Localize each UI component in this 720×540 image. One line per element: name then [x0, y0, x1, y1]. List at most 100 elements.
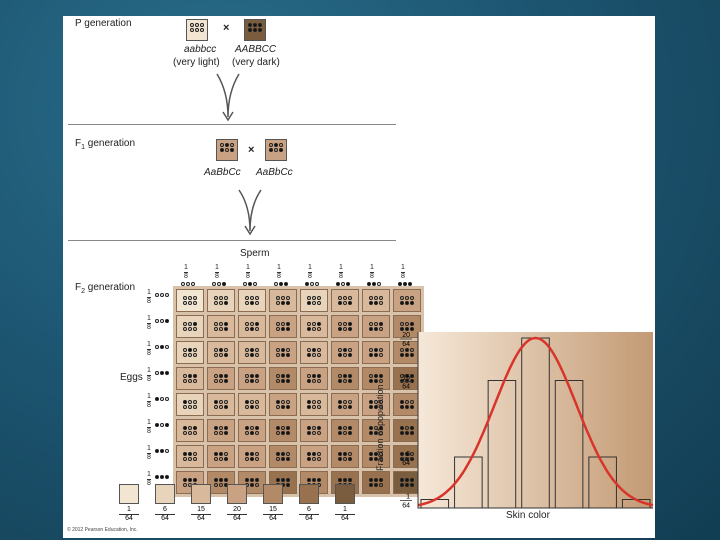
egg-gamete [155, 371, 169, 375]
chart-ytick-denominator: 64 [402, 341, 410, 348]
punnett-cell [300, 367, 328, 390]
punnett-cell [331, 445, 359, 468]
punnett-cell [176, 393, 204, 416]
punnett-cell [362, 289, 390, 312]
phenotype-swatch [263, 484, 283, 504]
egg-fraction: 18 [147, 445, 151, 462]
punnett-cell [207, 393, 235, 416]
punnett-cell [176, 445, 204, 468]
chart-ytick-denominator: 64 [402, 503, 410, 510]
phenotype-swatch [335, 484, 355, 504]
sperm-gamete [243, 282, 257, 286]
sperm-fraction: 18 [339, 264, 343, 281]
punnett-cell [331, 367, 359, 390]
egg-gamete [155, 449, 169, 453]
sperm-gamete [367, 282, 381, 286]
punnett-cell [331, 419, 359, 442]
sperm-gamete [181, 282, 195, 286]
phenotype-swatch [227, 484, 247, 504]
chart-ytick-numerator: 15 [402, 375, 410, 382]
f1-parent2-swatch [265, 139, 287, 161]
chart-ytick-numerator: 20 [402, 332, 410, 339]
chart-ytick-denominator: 64 [402, 384, 410, 391]
egg-fraction: 18 [147, 393, 151, 410]
divider-line-2 [68, 240, 396, 241]
sperm-fraction: 18 [184, 264, 188, 281]
f2-generation-label: F2 generation [75, 282, 135, 295]
phenotype-distribution-chart: 20641564664164 [373, 326, 655, 522]
punnett-cell [269, 393, 297, 416]
punnett-cell [238, 367, 266, 390]
slide: P generation × aabbcc AABBCC (very light… [63, 16, 655, 538]
punnett-cell [331, 315, 359, 338]
eggs-label: Eggs [120, 372, 143, 383]
chart-ytick-numerator: 1 [406, 494, 410, 501]
egg-gamete [155, 397, 169, 401]
phenotype-swatch [299, 484, 319, 504]
chart-background [418, 332, 653, 508]
punnett-cell [331, 393, 359, 416]
punnett-cell [269, 367, 297, 390]
cross-symbol-f1: × [248, 144, 254, 156]
p-parent1-phenotype: (very light) [173, 57, 220, 68]
punnett-cell [238, 393, 266, 416]
punnett-cell [238, 341, 266, 364]
divider-line [68, 124, 396, 125]
chart-ytick-numerator: 6 [406, 451, 410, 458]
punnett-cell [269, 419, 297, 442]
chart-y-axis-label: Fraction of population [375, 384, 385, 471]
punnett-cell [300, 315, 328, 338]
sperm-fraction: 18 [308, 264, 312, 281]
sperm-gamete [274, 282, 288, 286]
egg-fraction: 18 [147, 367, 151, 384]
punnett-cell [300, 289, 328, 312]
punnett-cell [300, 445, 328, 468]
p-generation-label: P generation [75, 18, 132, 29]
punnett-cell [331, 289, 359, 312]
egg-gamete [155, 319, 169, 323]
f1-to-f2-arrow [235, 188, 265, 236]
p-parent2-phenotype: (very dark) [232, 57, 280, 68]
punnett-cell [176, 419, 204, 442]
f1-parent2-genotype: AaBbCc [256, 167, 293, 178]
phenotype-swatch [119, 484, 139, 504]
punnett-cell [207, 289, 235, 312]
punnett-cell [393, 289, 421, 312]
punnett-cell [238, 419, 266, 442]
punnett-cell [238, 315, 266, 338]
punnett-cell [300, 419, 328, 442]
punnett-cell [269, 341, 297, 364]
f1-parent1-swatch [216, 139, 238, 161]
p-parent1-genotype: aabbcc [184, 44, 216, 55]
punnett-cell [176, 289, 204, 312]
punnett-cell [176, 341, 204, 364]
egg-gamete [155, 475, 169, 479]
sperm-label: Sperm [240, 248, 269, 259]
sperm-gamete [336, 282, 350, 286]
punnett-cell [207, 341, 235, 364]
punnett-cell [176, 367, 204, 390]
punnett-cell [300, 341, 328, 364]
cross-symbol: × [223, 22, 229, 34]
sperm-gamete [212, 282, 226, 286]
p-parent-very-light-swatch [186, 19, 208, 41]
punnett-cell [300, 393, 328, 416]
phenotype-swatch [155, 484, 175, 504]
f1-parent1-genotype: AaBbCc [204, 167, 241, 178]
egg-gamete [155, 293, 169, 297]
chart-x-axis-label: Skin color [506, 510, 550, 521]
punnett-cell [238, 289, 266, 312]
sperm-gamete [398, 282, 412, 286]
punnett-cell [207, 315, 235, 338]
punnett-cell [207, 367, 235, 390]
punnett-cell [238, 445, 266, 468]
